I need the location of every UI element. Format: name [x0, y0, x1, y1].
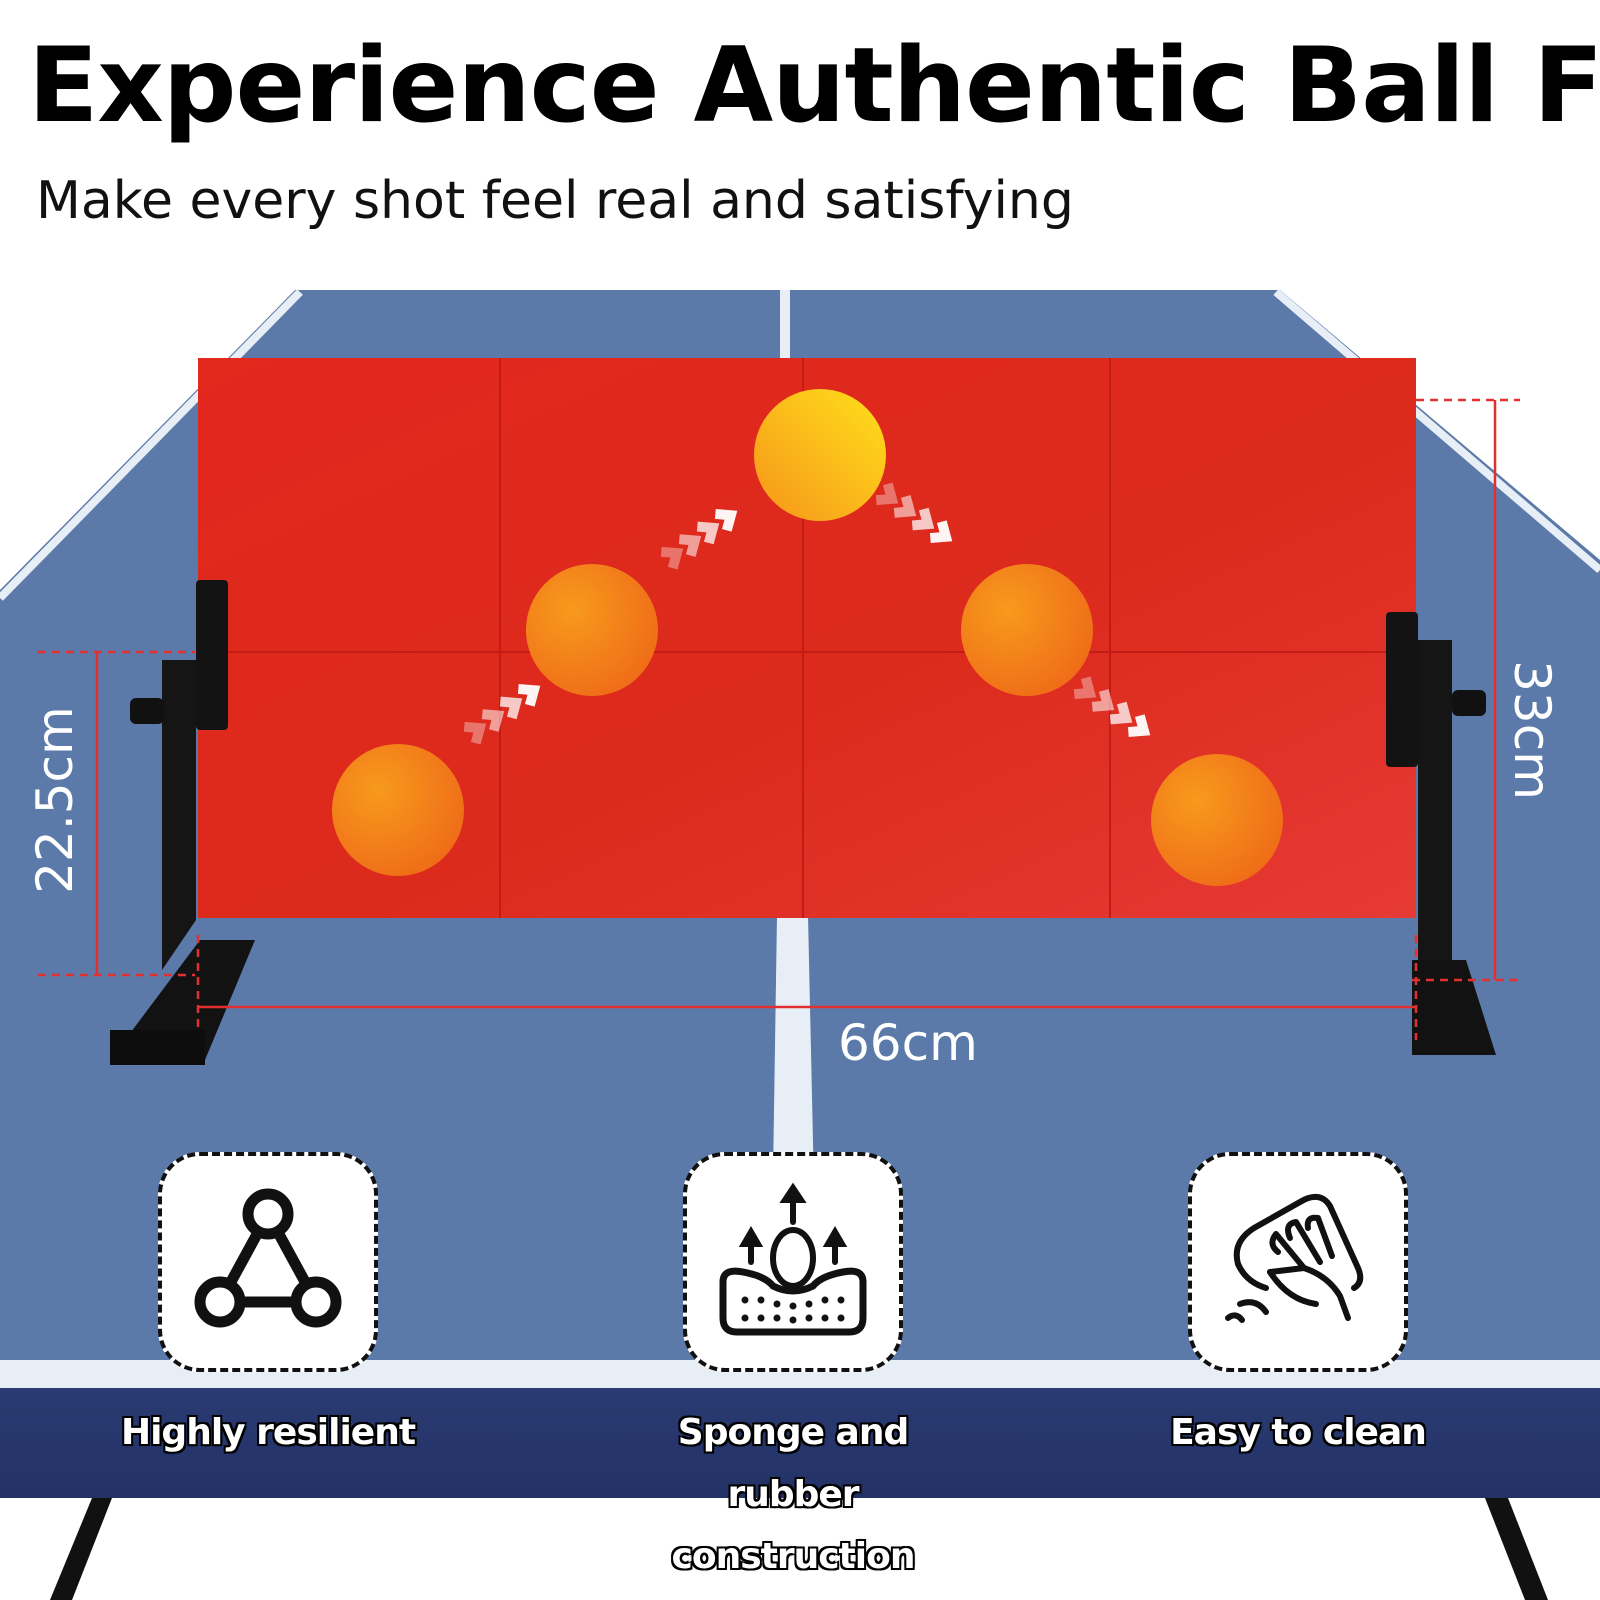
- feature-label: Sponge and rubber construction: [671, 1412, 916, 1577]
- feature-icon-box: [158, 1152, 378, 1372]
- dimension-lines: [38, 398, 1520, 1040]
- triangle-nodes-icon: [194, 1188, 342, 1328]
- table-leg: [1485, 1498, 1548, 1600]
- ball: [754, 389, 886, 521]
- table-edge-line: [0, 289, 303, 601]
- feature-highly-resilient: Highly resilient: [118, 1152, 418, 1464]
- left-stand: [110, 580, 255, 1065]
- page-title: Experience Authentic Ball Feel: [28, 26, 1600, 146]
- ball: [332, 744, 464, 876]
- feature-icon-box: [683, 1152, 903, 1372]
- right-stand: [1386, 612, 1496, 1055]
- trajectory-arrows: [463, 482, 1151, 745]
- height-dimension-label: 22.5cm: [26, 706, 84, 894]
- width-dimension-label: 66cm: [838, 1014, 978, 1072]
- sponge-rebound-icon: [719, 1182, 867, 1336]
- page-subtitle: Make every shot feel real and satisfying: [36, 171, 1074, 231]
- table-front-band: [0, 1388, 1600, 1498]
- feature-label: Highly resilient: [120, 1412, 416, 1453]
- wiping-hand-icon: [1225, 1193, 1364, 1323]
- table-leg: [50, 1498, 112, 1600]
- ball: [1151, 754, 1283, 886]
- table-center-line: [780, 290, 790, 360]
- ball: [526, 564, 658, 696]
- ball: [961, 564, 1093, 696]
- feature-label: Easy to clean: [1170, 1412, 1427, 1453]
- feature-icon-box: [1188, 1152, 1408, 1372]
- full-height-dimension-label: 33cm: [1503, 660, 1561, 800]
- feature-easy-clean: Easy to clean: [1148, 1152, 1448, 1464]
- feature-sponge-rubber: Sponge and rubber construction: [643, 1152, 943, 1588]
- table-edge-line: [1273, 288, 1600, 574]
